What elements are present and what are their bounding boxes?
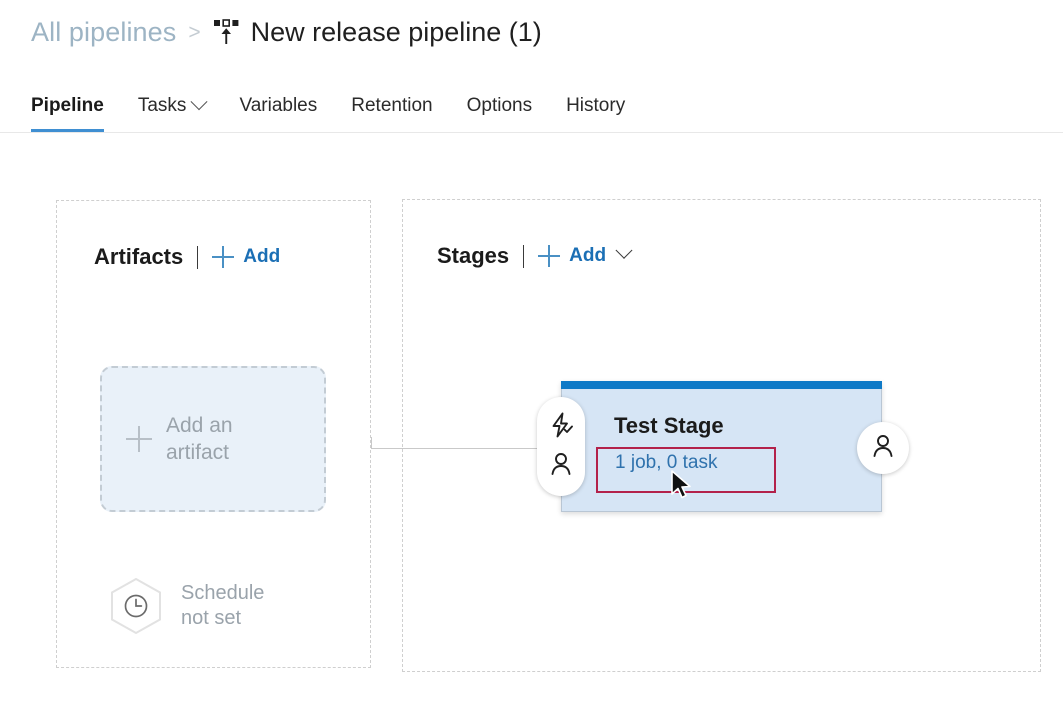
tab-history-label: History (566, 95, 626, 116)
schedule-line2: not set (181, 607, 242, 629)
add-artifact-button[interactable]: Add (243, 246, 281, 267)
breadcrumb-all-pipelines-link[interactable]: All pipelines (31, 16, 177, 47)
tab-pipeline-label: Pipeline (31, 95, 104, 116)
tab-retention[interactable]: Retention (351, 80, 432, 132)
stages-title: Stages (437, 243, 510, 268)
lightning-bolt-check-icon (548, 412, 574, 443)
stage-card-accent-bar (561, 381, 882, 389)
add-artifact-label: Add an artifact (166, 412, 233, 466)
add-artifact-line2: artifact (166, 441, 230, 464)
tab-bar: Pipeline Tasks Variables Retention Optio… (0, 80, 1063, 133)
add-artifact-line1: Add an (166, 414, 233, 437)
divider (197, 245, 199, 269)
artifacts-title: Artifacts (94, 244, 184, 269)
breadcrumb: All pipelines > New release pipeline (1) (31, 10, 542, 54)
tab-history[interactable]: History (566, 80, 625, 132)
tab-tasks[interactable]: Tasks (137, 80, 208, 132)
plus-icon[interactable] (538, 245, 561, 267)
page-title: New release pipeline (1) (250, 16, 542, 47)
artifacts-panel: Artifacts Add (56, 200, 371, 668)
add-stage-button[interactable]: Add (569, 245, 607, 266)
pre-deployment-conditions-button[interactable] (537, 397, 585, 496)
plus-icon[interactable] (212, 246, 235, 268)
tab-variables[interactable]: Variables (239, 80, 317, 132)
chevron-down-icon[interactable] (615, 241, 633, 259)
chevron-down-icon (190, 93, 208, 111)
tab-variables-label: Variables (239, 95, 318, 116)
post-deployment-conditions-button[interactable] (857, 422, 909, 474)
tab-options-label: Options (466, 95, 533, 116)
person-icon (548, 451, 574, 482)
stage-jobs-tasks-link[interactable]: 1 job, 0 task (615, 452, 718, 473)
divider (523, 244, 525, 268)
release-pipeline-icon (213, 18, 239, 46)
tab-retention-label: Retention (351, 95, 433, 116)
artifacts-header: Artifacts Add (94, 244, 280, 270)
breadcrumb-separator: > (188, 20, 201, 44)
plus-icon (126, 426, 152, 452)
add-artifact-dropzone[interactable]: Add an artifact (100, 366, 326, 512)
person-icon (870, 433, 896, 464)
tab-options[interactable]: Options (467, 80, 532, 132)
schedule-line1: Schedule (181, 582, 265, 604)
artifact-stage-connector (371, 448, 566, 449)
tab-tasks-label: Tasks (137, 95, 187, 116)
connector-stub (371, 437, 372, 449)
schedule-trigger[interactable]: Schedule not set (108, 577, 264, 635)
tab-pipeline[interactable]: Pipeline (31, 80, 104, 132)
stages-header: Stages Add (437, 241, 633, 269)
schedule-label: Schedule not set (181, 581, 264, 631)
stages-panel: Stages Add (402, 199, 1041, 672)
clock-icon (108, 577, 164, 635)
stage-card-test-stage[interactable]: Test Stage 1 job, 0 task (561, 381, 882, 512)
stage-name: Test Stage (614, 413, 724, 438)
